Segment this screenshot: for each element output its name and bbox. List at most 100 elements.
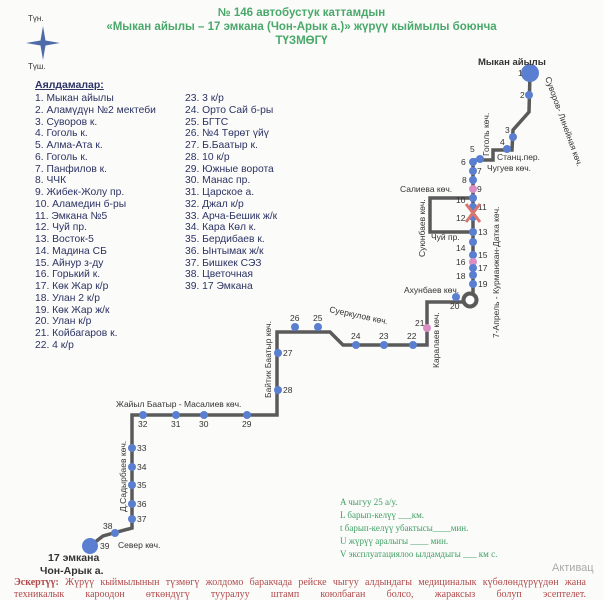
stop-marker[interactable] [423,324,431,332]
stop-marker[interactable] [469,264,477,272]
legend-stop: 39. 17 Эмкана [185,281,253,292]
stop-marker[interactable] [476,155,484,163]
stop-marker[interactable] [128,481,136,489]
legend-stop: 27. Б.Баатыр к. [185,140,258,151]
compass: Түн. Түш. [22,14,72,74]
legend-stop: 17. Көк Жар к/р [35,281,109,292]
stop-marker[interactable] [469,251,477,259]
stop-number: 26 [290,313,300,323]
stop-number: 17 [478,263,488,273]
stop-number: 8 [462,175,467,185]
note: Эскертүү: Жүрүү кыймылынын түзмөгү жолдо… [14,577,586,600]
stop-number: 34 [137,462,147,472]
stop-marker[interactable] [469,158,477,166]
street-gogol: Гоголь көч. [481,113,491,156]
street-sever: Севeр көч. [118,540,160,550]
street-stanc: Станц.пер. [497,152,540,162]
route-line [88,72,532,548]
street-chuy: Чуй пр. [431,232,460,242]
stop-marker[interactable] [352,341,360,349]
stop-marker[interactable] [509,133,517,141]
stop-number: 23 [379,331,389,341]
stop-marker[interactable] [274,386,282,394]
stop-number: 1 [518,68,523,78]
stop-marker[interactable] [469,194,477,202]
stop-number: 6 [461,157,466,167]
street-jayil: Жайыл Баатыр - Масалиев көч. [116,399,241,409]
compass-south: Түш. [28,62,46,71]
stop-marker[interactable] [380,341,388,349]
stop-number: 22 [407,331,417,341]
legend-stop: 28. 10 к/р [185,151,230,163]
legend-stop: 33. Арча-Бешик ж/к [185,210,278,222]
legend-stop: 26. №4 Төрөт үйү [185,128,269,140]
stop-number: 12 [456,213,466,223]
param-t: t барып-келүү убактысы____мин. [340,523,469,533]
param-a: A чыгуу 25 а/у. [340,497,398,507]
legend-stop: 21. Койбагаров к. [35,328,118,339]
street-salieva: Салиева көч. [400,184,452,194]
stop-number: 19 [478,279,488,289]
stop-number: 38 [103,521,113,531]
compass-star-icon [26,26,60,60]
stop-marker[interactable] [172,411,180,419]
stop-marker[interactable] [82,538,98,554]
legend-stop: 15. Айнур з-ду [35,257,104,269]
stop-marker[interactable] [128,444,136,452]
legend-stop: 3. Суворов к. [35,116,98,128]
stop-marker[interactable] [469,176,477,184]
stop-number: 11 [478,202,487,212]
legend-stop: 31. Царское а. [185,187,255,198]
legend-stop: 22. 4 к/р [35,339,74,351]
stop-marker[interactable] [139,411,147,419]
legend-stop: 36. Ынтымак ж/к [185,245,264,257]
stop-marker[interactable] [469,258,477,266]
stop-number: 39 [100,541,110,551]
legend-stop: 11. Эмкана №5 [35,210,108,222]
stop-marker[interactable] [452,293,460,301]
legend-stop: 16. Горький к. [35,269,101,281]
stop-marker[interactable] [274,349,282,357]
compass-north: Түн. [28,14,44,23]
stop-marker[interactable] [469,167,477,175]
stop-marker[interactable] [469,238,477,246]
stop-marker[interactable] [409,341,417,349]
note-label: Эскертүү: [14,577,59,588]
street-suyunbaev: Суюнбаев көч. [417,199,427,257]
stop-marker[interactable] [469,280,477,288]
stop-marker[interactable] [469,185,477,193]
stop-marker[interactable] [314,323,322,331]
param-l: L барып-келүү ___км. [340,510,425,520]
legend-stop: 7. Панфилов к. [35,163,108,175]
stop-marker[interactable] [525,91,533,99]
stop-number: 21 [415,318,425,328]
legend-stop: 13. Восток-5 [35,234,94,245]
legend-stop: 10. Аламедин б-ры [35,198,127,210]
street-suvorov: Суворов- Линейная көч. [543,75,585,168]
stop-marker[interactable] [111,529,119,537]
stop-marker[interactable] [243,411,251,419]
stop-marker[interactable] [503,145,511,153]
legend-stop: 5. Алма-Ата к. [35,140,103,151]
stop-number: 30 [199,419,209,429]
title-line-2: «Мыкан айылы – 17 эмкана (Чон-Арык а.)» … [106,21,497,33]
stop-marker[interactable] [200,411,208,419]
stop-number: 37 [137,514,147,524]
stop-number: 14 [456,243,466,253]
stop-marker[interactable] [469,228,477,236]
stop-marker[interactable] [469,271,477,279]
stop-marker[interactable] [521,64,539,82]
stop-number: 25 [313,313,323,323]
stop-marker[interactable] [128,500,136,508]
legend-stop: 1. Мыкан айылы [35,93,114,104]
stop-marker[interactable] [128,463,136,471]
stop-marker[interactable] [291,323,299,331]
stop-number: 13 [478,227,488,237]
street-sadyrbaev: Д.Садырбаев көч. [118,441,128,512]
stop-marker[interactable] [128,515,136,523]
street-chuguev: Чугуев көч. [487,163,531,173]
legend-stop: 18. Улан 2 к/р [35,292,100,304]
